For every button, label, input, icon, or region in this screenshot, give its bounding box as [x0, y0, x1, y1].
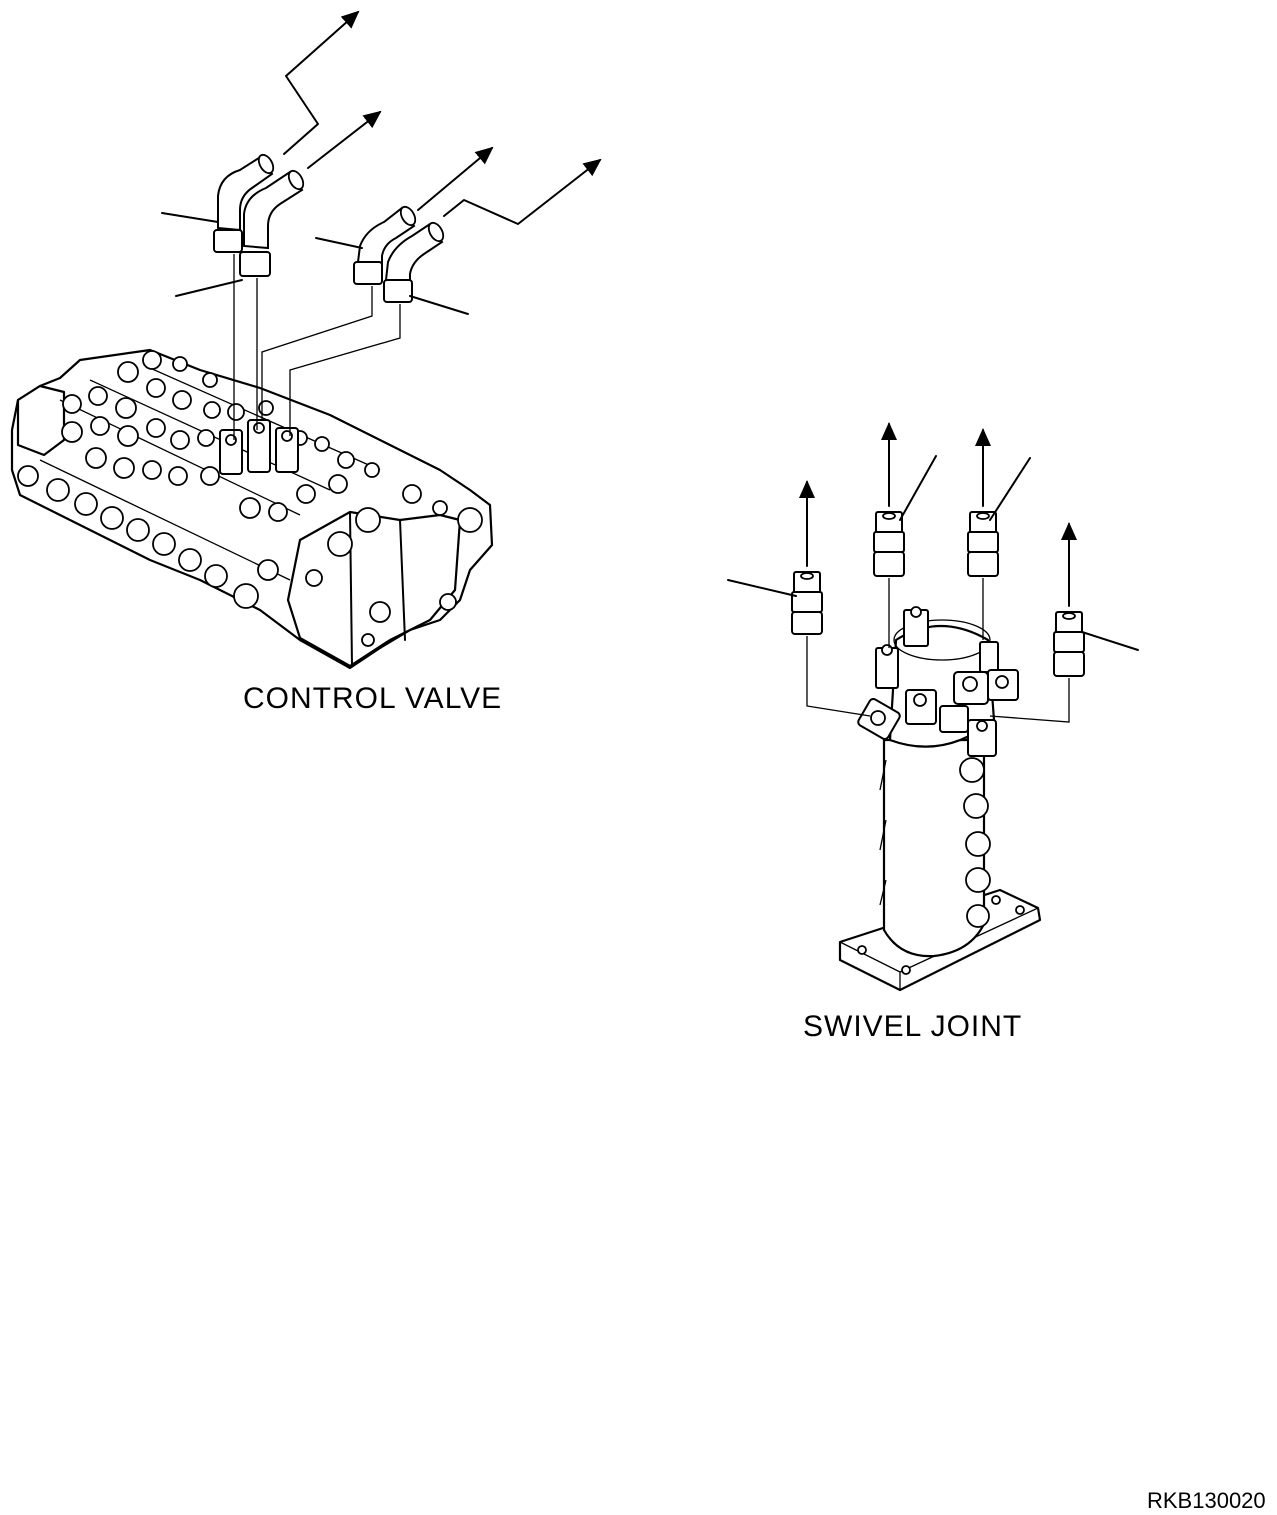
swivel-fitting-4: [1053, 611, 1085, 677]
swivel-fitting-3: [967, 511, 999, 577]
swivel-joint-label: SWIVEL JOINT: [803, 1010, 1023, 1043]
swivel-fitting-1: [791, 571, 823, 635]
control-valve-flow-arrows: [283, 10, 602, 225]
control-valve-top-ports: [61, 350, 448, 533]
swivel-joint-column: [882, 738, 986, 958]
control-valve-assembly: [10, 348, 494, 670]
elbow-hose-3: [353, 205, 417, 285]
control-valve-center-fittings: [219, 419, 299, 475]
elbow-hose-2: [239, 169, 305, 277]
control-valve-label: CONTROL VALVE: [243, 682, 503, 715]
control-valve-elbow-hoses: [161, 153, 469, 440]
elbow-hose-1: [213, 153, 275, 253]
swivel-joint-side-bosses: [879, 757, 991, 928]
elbow-hose-4: [383, 221, 445, 303]
swivel-joint-assembly: [727, 422, 1139, 992]
reference-code: RKB130020: [1147, 1488, 1266, 1513]
control-valve-front-ports: [17, 465, 483, 647]
swivel-joint-head-fittings: [857, 606, 1019, 757]
control-valve-left-cap: [16, 384, 66, 457]
swivel-joint-flow-arrows: [799, 422, 1077, 607]
swivel-fitting-2: [873, 511, 905, 577]
